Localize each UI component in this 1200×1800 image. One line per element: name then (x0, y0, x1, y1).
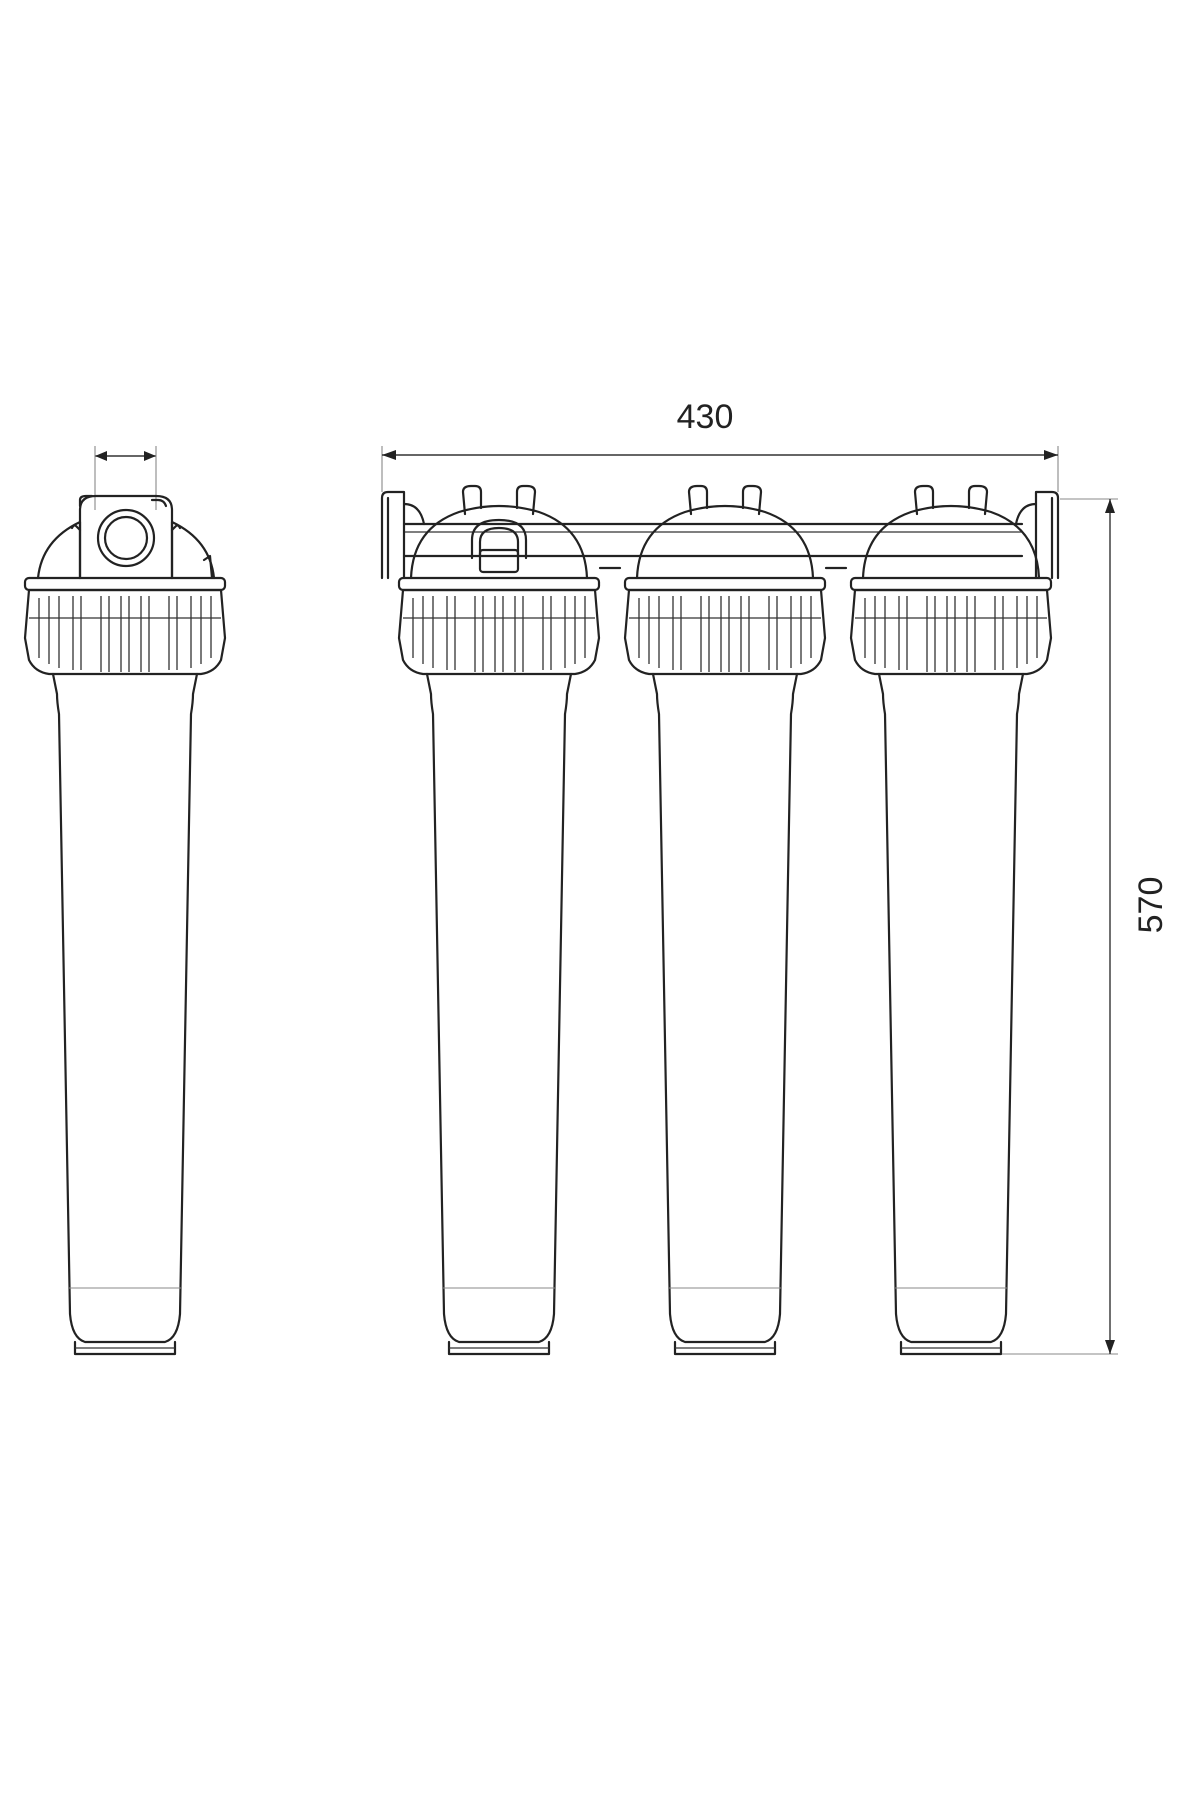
housing-2 (623, 484, 827, 1356)
housing-1-bowl (425, 672, 573, 1356)
width-dimension: 430 (381, 398, 1059, 492)
housing-3-cap-ring (849, 576, 1053, 676)
height-dimension-label: 570 (1132, 877, 1170, 934)
side-view (23, 446, 227, 1356)
housing-3 (849, 484, 1053, 1356)
side-head (36, 494, 216, 580)
side-bowl (51, 672, 199, 1356)
port-dimension (94, 446, 157, 510)
front-view: 430 570 (380, 398, 1170, 1356)
side-cap-ring (23, 576, 227, 676)
housing-1 (397, 484, 601, 1356)
relief-valve (470, 518, 528, 574)
housing-1-cap-ring (397, 576, 601, 676)
housing-2-cap-ring (623, 576, 827, 676)
manifold (380, 490, 1060, 580)
housing-2-bowl (651, 672, 799, 1356)
housing-3-bowl (877, 672, 1025, 1356)
width-dimension-label: 430 (677, 398, 734, 436)
height-dimension: 570 (1002, 498, 1170, 1355)
